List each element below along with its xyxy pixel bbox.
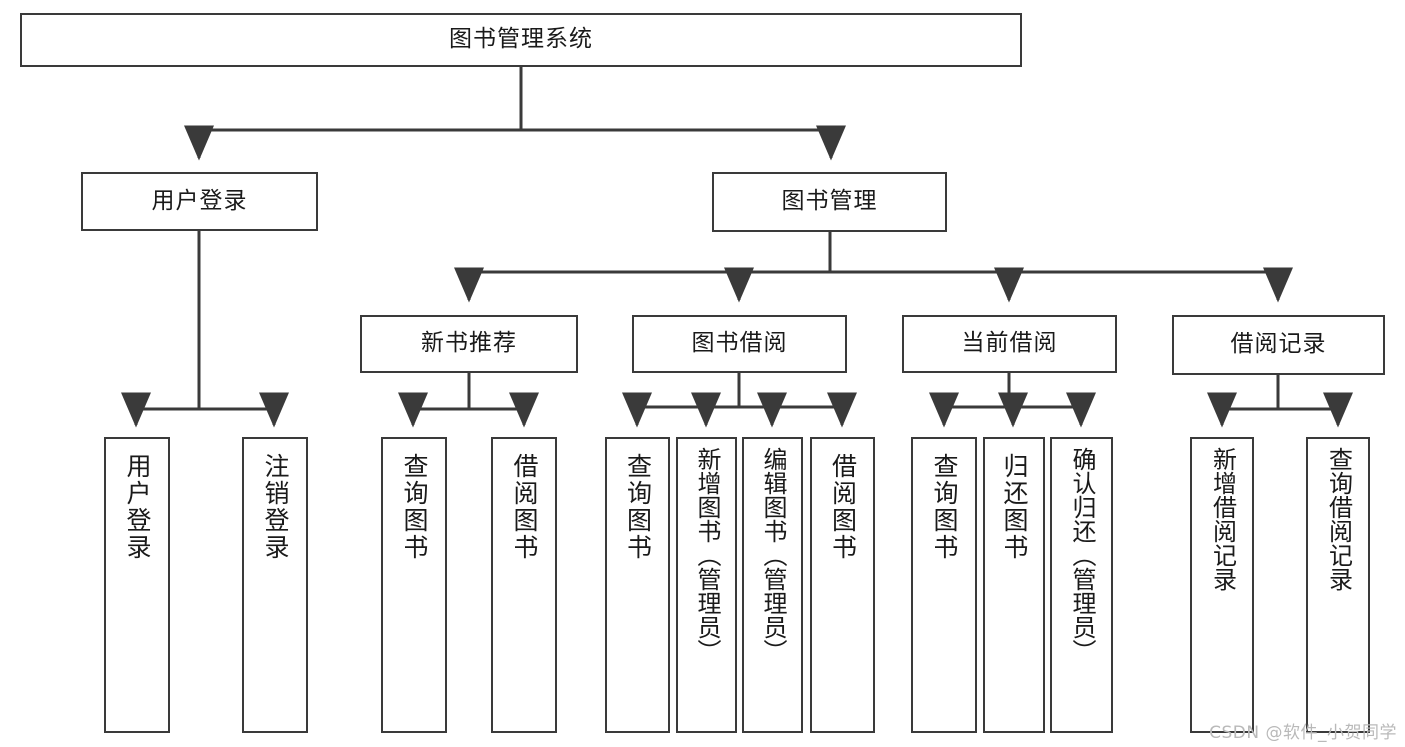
leaf-borrow-query-book-label: 查询图书 [623, 453, 653, 561]
leaf-current-confirm-return[interactable]: 确认归还（管理员） [1050, 437, 1113, 733]
leaf-record-query-label: 查询借阅记录 [1324, 447, 1353, 591]
node-root[interactable]: 图书管理系统 [20, 13, 1022, 67]
leaf-borrow-add-book-label: 新增图书（管理员） [692, 447, 721, 663]
leaf-user-login-signout-label: 注销登录 [261, 453, 290, 561]
node-book-management[interactable]: 图书管理 [712, 172, 947, 232]
leaf-borrow-borrow-book-label: 借阅图书 [828, 453, 858, 561]
leaf-record-add[interactable]: 新增借阅记录 [1190, 437, 1254, 733]
leaf-new-book-query-label: 查询图书 [400, 453, 429, 561]
leaf-current-return-book[interactable]: 归还图书 [983, 437, 1045, 733]
leaf-new-book-borrow[interactable]: 借阅图书 [491, 437, 557, 733]
node-borrow-record-label: 借阅记录 [1230, 331, 1327, 358]
watermark-text: CSDN @软件_小贺同学 [1209, 723, 1397, 743]
leaf-record-query[interactable]: 查询借阅记录 [1306, 437, 1370, 733]
leaf-current-return-book-label: 归还图书 [1000, 453, 1029, 561]
node-book-management-label: 图书管理 [781, 188, 878, 215]
leaf-user-login-signout[interactable]: 注销登录 [242, 437, 308, 733]
leaf-current-query-book[interactable]: 查询图书 [911, 437, 977, 733]
leaf-borrow-add-book[interactable]: 新增图书（管理员） [676, 437, 737, 733]
leaf-borrow-edit-book-label: 编辑图书（管理员） [758, 447, 787, 663]
leaf-record-add-label: 新增借阅记录 [1208, 447, 1237, 591]
leaf-borrow-edit-book[interactable]: 编辑图书（管理员） [742, 437, 803, 733]
leaf-user-login-signin[interactable]: 用户登录 [104, 437, 170, 733]
node-new-book-recommend[interactable]: 新书推荐 [360, 315, 578, 373]
leaf-current-confirm-return-label: 确认归还（管理员） [1067, 447, 1096, 663]
leaf-new-book-borrow-label: 借阅图书 [510, 453, 539, 561]
leaf-borrow-borrow-book[interactable]: 借阅图书 [810, 437, 875, 733]
node-current-borrow[interactable]: 当前借阅 [902, 315, 1117, 373]
leaf-user-login-signin-label: 用户登录 [123, 453, 152, 561]
node-book-borrow-label: 图书借阅 [691, 330, 788, 357]
node-user-login-label: 用户登录 [151, 187, 248, 214]
leaf-current-query-book-label: 查询图书 [930, 453, 959, 561]
node-user-login[interactable]: 用户登录 [81, 172, 318, 231]
leaf-new-book-query[interactable]: 查询图书 [381, 437, 447, 733]
leaf-borrow-query-book[interactable]: 查询图书 [605, 437, 670, 733]
node-borrow-record[interactable]: 借阅记录 [1172, 315, 1385, 375]
node-book-borrow[interactable]: 图书借阅 [632, 315, 847, 373]
node-root-label: 图书管理系统 [449, 26, 593, 53]
node-current-borrow-label: 当前借阅 [961, 330, 1058, 357]
node-new-book-recommend-label: 新书推荐 [421, 330, 517, 357]
